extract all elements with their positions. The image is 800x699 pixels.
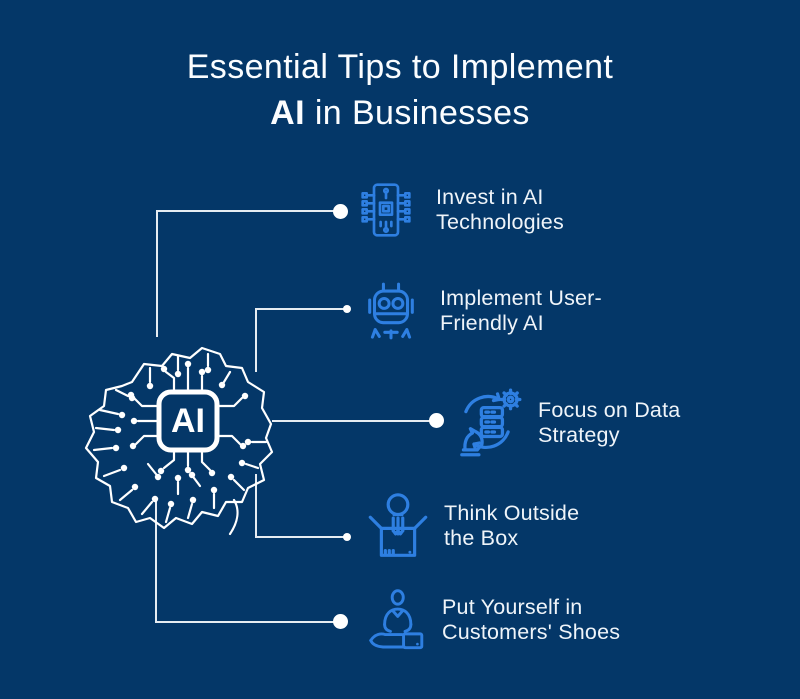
page-title: Essential Tips to Implement AI in Busine… <box>0 44 800 136</box>
tip-label-line2: Friendly AI <box>440 311 544 335</box>
connector-dot-tip1 <box>333 204 348 219</box>
circuit-brain-icon: AI <box>84 346 274 536</box>
connector-dot-tip5 <box>333 614 348 629</box>
title-line-2-rest: in Businesses <box>304 94 530 132</box>
tip-label-line1: Think Outside <box>444 500 580 525</box>
connector-horizontal-tip5 <box>155 621 341 623</box>
ai-brain-illustration: AI <box>82 336 274 544</box>
connector-dot-tip4 <box>343 533 351 541</box>
ai-chip <box>156 389 220 453</box>
data-strategy-icon <box>460 388 522 457</box>
tip-customer-shoes: Put Yourself in Customers' Shoes <box>362 585 620 655</box>
connector-horizontal-tip2 <box>255 308 347 310</box>
idea-box-icon <box>368 493 428 557</box>
tip-label-line1: Put Yourself in <box>442 594 583 619</box>
tip-label: Think Outside the Box <box>444 501 579 552</box>
tip-label-line1: Focus on Data <box>538 397 681 422</box>
connector-horizontal-tip3 <box>272 420 437 422</box>
tip-label-line2: Strategy <box>538 423 620 447</box>
connector-dot-tip2 <box>343 305 351 313</box>
tip-invest-ai: Invest in AI Technologies <box>354 178 564 242</box>
customer-care-icon <box>369 589 424 650</box>
tip-label: Focus on Data Strategy <box>538 398 680 449</box>
connector-vertical-inner-bottom <box>255 474 257 538</box>
tip-label: Implement User- Friendly AI <box>440 286 602 337</box>
connector-vertical-top <box>156 210 158 337</box>
ai-chip-label: AI <box>171 402 205 440</box>
connector-horizontal-tip4 <box>255 536 347 538</box>
title-line-1: Essential Tips to Implement <box>186 48 614 86</box>
tip-label-line2: the Box <box>444 526 519 550</box>
connector-horizontal-tip1 <box>156 210 341 212</box>
tip-label-line2: Customers' Shoes <box>442 620 621 644</box>
chip-circuit-icon <box>361 183 411 237</box>
tip-outside-box: Think Outside the Box <box>360 488 579 564</box>
tip-label-line1: Implement User- <box>440 285 602 310</box>
robot-icon <box>368 282 414 340</box>
tip-user-friendly-ai: Implement User- Friendly AI <box>358 278 602 344</box>
title-ai-bold: AI <box>270 94 305 132</box>
title-line-2: AI in Businesses <box>0 90 800 136</box>
connector-vertical-bottom <box>155 497 157 623</box>
tip-label: Invest in AI Technologies <box>436 185 564 236</box>
tip-label-line1: Invest in AI <box>436 184 544 209</box>
connector-vertical-inner-top <box>255 308 257 372</box>
tip-label-line2: Technologies <box>436 210 564 234</box>
tip-data-strategy: Focus on Data Strategy <box>448 384 680 462</box>
connector-dot-tip3 <box>429 413 444 428</box>
tip-label: Put Yourself in Customers' Shoes <box>442 595 620 646</box>
